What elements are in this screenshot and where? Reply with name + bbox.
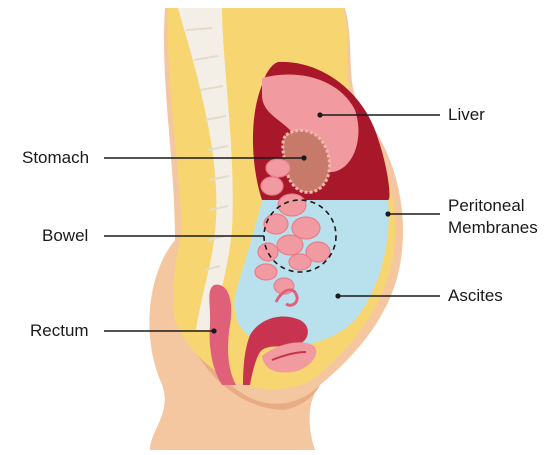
label-liver: Liver [448,105,485,125]
label-peritoneal-line1: Peritoneal [448,196,525,216]
label-rectum: Rectum [30,321,89,341]
label-stomach: Stomach [22,148,89,168]
label-peritoneal-line2: Membranes [448,218,538,238]
label-bowel: Bowel [42,226,88,246]
label-ascites: Ascites [448,286,503,306]
